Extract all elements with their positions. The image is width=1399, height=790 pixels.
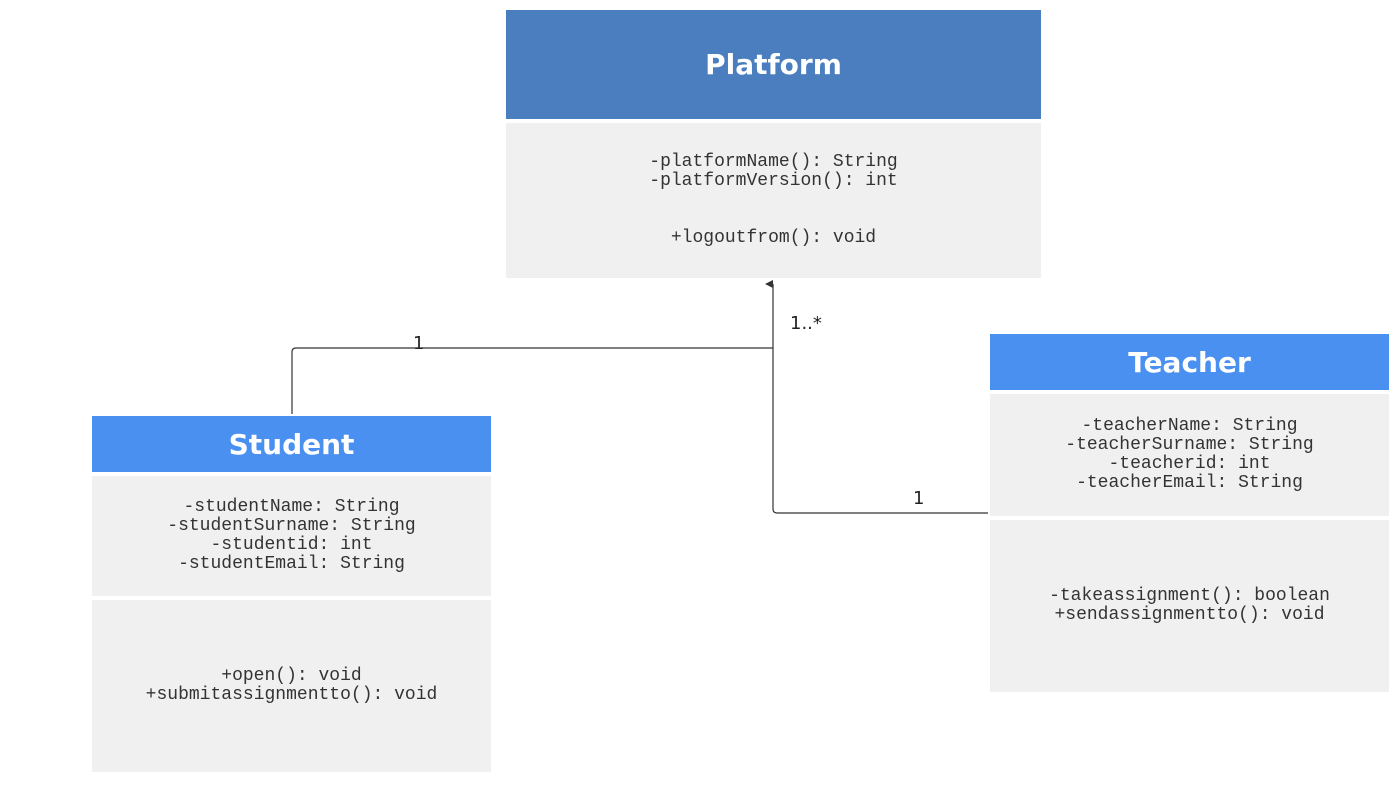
student-attribute: -studentid: int <box>210 535 373 555</box>
student-attribute: -studentEmail: String <box>178 554 405 574</box>
teacher-attribute: -teacherName: String <box>1081 416 1298 436</box>
teacher-platform-association <box>765 280 988 514</box>
teacher-attribute: -teacherSurname: String <box>1065 435 1314 455</box>
student-class-title: Student <box>228 427 355 461</box>
teacher-attribute: -teacherid: int <box>1108 454 1271 474</box>
teacher-operations: -takeassignment(): boolean +sendassignme… <box>990 520 1389 692</box>
platform-class[interactable]: Platform -platformName(): String -platfo… <box>506 10 1041 278</box>
platform-class-header: Platform <box>506 10 1041 119</box>
teacher-operation: +sendassignmentto(): void <box>1054 605 1325 625</box>
platform-attribute: -platformVersion(): int <box>649 171 898 191</box>
student-attribute: -studentName: String <box>183 497 400 517</box>
teacher-class-title: Teacher <box>1128 345 1251 379</box>
multiplicity-platform: 1..* <box>790 313 822 334</box>
student-operation: +submitassignmentto(): void <box>145 685 438 705</box>
teacher-attribute: -teacherEmail: String <box>1076 473 1303 493</box>
multiplicity-teacher: 1 <box>913 488 925 509</box>
teacher-class[interactable]: Teacher -teacherName: String -teacherSur… <box>990 334 1389 692</box>
student-operations: +open(): void +submitassignmentto(): voi… <box>92 600 491 772</box>
multiplicity-student: 1 <box>413 333 425 354</box>
student-class-header: Student <box>92 416 491 472</box>
student-attribute: -studentSurname: String <box>167 516 416 536</box>
teacher-operation: -takeassignment(): boolean <box>1049 586 1330 606</box>
teacher-class-header: Teacher <box>990 334 1389 390</box>
teacher-attributes: -teacherName: String -teacherSurname: St… <box>990 394 1389 516</box>
platform-attribute: -platformName(): String <box>649 152 898 172</box>
platform-members: -platformName(): String -platformVersion… <box>506 123 1041 278</box>
student-platform-association <box>291 347 773 414</box>
student-operation: +open(): void <box>221 666 362 686</box>
platform-operation: +logoutfrom(): void <box>670 228 877 248</box>
student-class[interactable]: Student -studentName: String -studentSur… <box>92 416 491 772</box>
student-attributes: -studentName: String -studentSurname: St… <box>92 476 491 596</box>
platform-class-title: Platform <box>705 48 842 81</box>
